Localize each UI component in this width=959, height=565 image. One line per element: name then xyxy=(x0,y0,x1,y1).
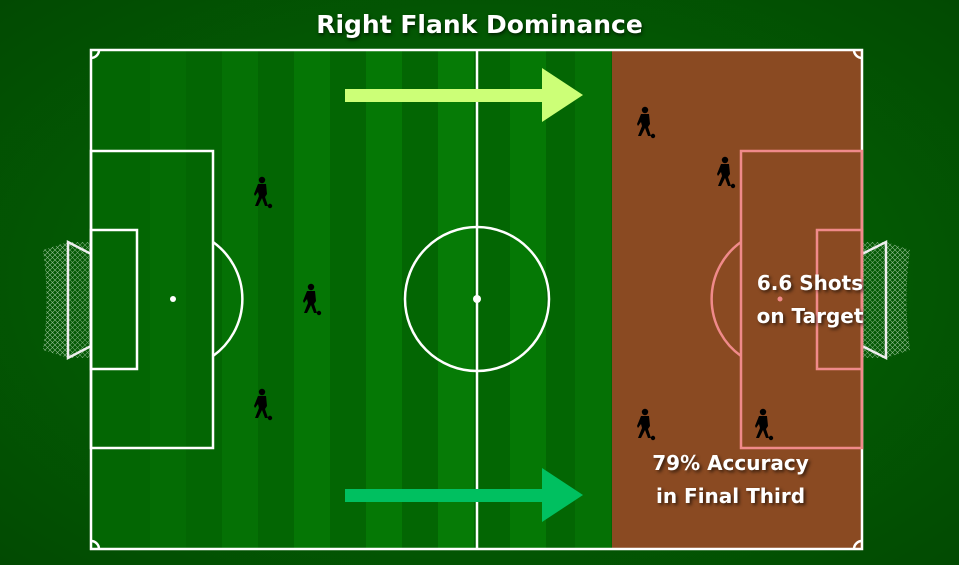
accuracy-line-1: 79% Accuracy xyxy=(652,451,809,475)
final-third-highlight xyxy=(612,50,862,549)
final-third-lines xyxy=(710,149,864,450)
accuracy-label: 79% Accuracy in Final Third xyxy=(628,447,833,513)
right-goal-icon xyxy=(861,239,910,361)
shots-line-2: on Target xyxy=(756,304,864,328)
shots-on-target-label: 6.6 Shots on Target xyxy=(745,267,875,333)
accuracy-line-2: in Final Third xyxy=(655,484,806,508)
left-goal-icon xyxy=(43,239,92,361)
arrow-bottom-icon xyxy=(345,468,583,522)
shots-line-1: 6.6 Shots xyxy=(756,271,864,295)
diagram-title: Right Flank Dominance xyxy=(316,10,643,39)
arrow-top-icon xyxy=(345,68,583,122)
